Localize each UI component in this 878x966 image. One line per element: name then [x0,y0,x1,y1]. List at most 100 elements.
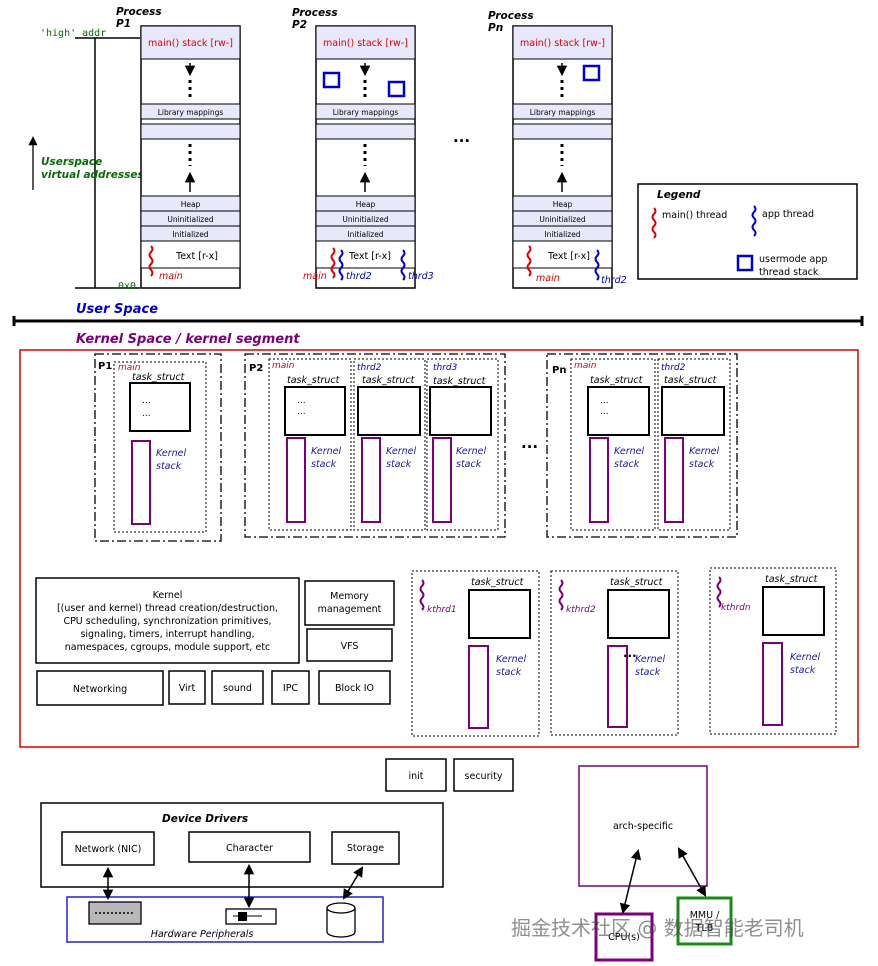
kernel-p2-thrd2-label: thrd2 [357,363,382,373]
p2-heap-label: Heap [356,200,376,209]
kthread-2-ellipsis: ... [623,646,637,660]
kernel-p2-main-task-struct [284,386,346,436]
kthread-1-label: kthrd1 [427,605,457,615]
kernel-pn-main-kstack-1: Kernel [614,446,645,457]
kernel-p1-frame [94,353,222,542]
kthread-1-group: kthrd1 task_struct Kernel stack [411,570,540,737]
sound-box [211,670,264,705]
p1-libmap-label: Library mappings [158,108,224,117]
virt-label: Virt [179,683,196,694]
kernel-space-frame [19,349,859,748]
ipc-label: IPC [283,683,299,694]
kthread-1-kernel-stack [468,645,489,729]
legend-stack-label-line2: thread stack [759,267,819,278]
process-p1-title: Process [116,6,162,18]
zero-addr-label: 0x0 [118,281,136,292]
pn-thread-stack-icon [582,64,601,82]
kernel-p2-thrd3-ts-label: task_struct [433,376,487,387]
kthread-n-kstack-2: stack [790,665,816,676]
user-space-title: User Space [76,302,158,317]
high-addr-label: 'high' addr [40,28,106,39]
pn-init-label: Initialized [544,230,580,239]
kthread-1-ts-label: task_struct [471,577,525,588]
kernel-p1-kstack-label-1: Kernel [156,448,187,459]
mmu-tlb-line1: MMU / [690,910,720,921]
process-p2-column: Process P2 main() stack [rw-] Library ma… [292,7,434,289]
kernel-p2-label: P2 [249,363,263,374]
p2-main-thread-label: main [303,271,327,282]
kernel-core-line4: namespaces, cgroups, module support, etc [65,642,271,653]
kernel-pn-thrd2-kernel-stack [664,437,684,523]
kernel-p1-thread-label: main [118,363,141,373]
arch-specific-label: arch-specific [613,821,673,832]
p2-thrd3-label: thrd3 [408,271,434,282]
p1-uninit-label: Uninitialized [167,215,214,224]
kernel-pn-thrd2-kstack-2: stack [689,459,715,470]
kthread-2-icon [558,579,564,611]
memory-management-line1: Memory [330,591,369,602]
kernel-p2-thrd2-kstack-1: Kernel [386,446,417,457]
kernel-p1-thread-frame [113,361,207,533]
kernel-p1-label: P1 [98,361,112,372]
kernel-p2-frame [244,353,506,538]
kernel-pn-main-label: main [574,361,597,371]
watermark-text: 掘金技术社区 @ 数据智能老司机 [511,916,804,940]
hardware-peripherals-label: Hardware Peripherals [151,929,254,940]
kernel-pn-frame [546,353,738,538]
p1-init-label: Initialized [172,230,208,239]
p2-thrd3-icon [400,249,406,281]
pn-stack-segment [512,25,613,60]
legend-title: Legend [657,189,701,201]
p2-thread-stack-2-icon [387,80,406,98]
pn-uninit-label: Uninitialized [539,215,586,224]
kthread-n-task-struct [762,586,825,636]
pn-libmap-label: Library mappings [530,108,596,117]
storage-driver-box [331,831,400,865]
kthread-n-ts-label: task_struct [765,574,819,585]
p2-libmap-label: Library mappings [333,108,399,117]
virt-box [168,670,206,705]
kernel-p2-main-label: main [272,361,295,371]
legend-main-thread-icon [651,207,657,239]
p2-libmap-segment [315,103,416,120]
process-pn-column: Process Pn main() stack [rw-] Library ma… [488,10,627,289]
kernel-p2-main-kstack-1: Kernel [311,446,342,457]
kernel-p2-ts-ellipsis-2: ... [297,407,306,417]
kernel-p2-main-frame [268,358,352,531]
p1-stack-label: main() stack [rw-] [148,38,233,49]
legend-app-thread-icon [751,205,757,237]
kernel-pn-thrd2-label: thrd2 [661,363,686,373]
kernel-p2-thrd2-frame [353,358,426,531]
va-label-line1: Userspace [41,156,102,168]
p2-text-label: Text [r-x] [348,251,391,262]
kernel-p2-thrd2-ts-label: task_struct [362,375,416,386]
vfs-label: VFS [341,641,359,652]
kernel-p1-ts-ellipsis-1: ... [142,396,151,406]
kernel-p2-thrd3-frame [426,358,499,531]
storage-hardware-icon [326,908,356,938]
p1-main-thread-icon [148,245,154,277]
process-p2-title: Process [292,7,338,19]
kernel-p2-ts-ellipsis-1: ... [297,396,306,406]
p2-stack-label: main() stack [rw-] [323,38,408,49]
kernel-core-title: Kernel [153,590,183,601]
kthread-1-kstack-2: stack [496,667,522,678]
init-box [385,758,447,792]
legend-thread-stack-icon [736,254,754,272]
kernel-core-line3: signaling, timers, interrupt handling, [80,629,254,640]
p2-thrd2-label: thrd2 [346,271,372,282]
kernel-p1-ts-ellipsis-2: ... [142,409,151,419]
p1-stack-segment [140,25,241,60]
kernel-p2-thrd3-kstack-1: Kernel [456,446,487,457]
pn-main-thread-icon [526,245,532,277]
user-processes-ellipsis: ... [453,128,470,146]
vfs-box [306,628,393,662]
pn-libmap-segment [512,103,613,120]
process-p2-id: P2 [292,19,307,31]
kernel-p2-thrd3-kernel-stack [432,437,452,523]
p1-main-thread-label: main [159,271,183,282]
kernel-space-title: Kernel Space / kernel segment [76,332,300,347]
kernel-p2-thrd2-kstack-2: stack [386,459,412,470]
legend-frame [637,183,858,280]
